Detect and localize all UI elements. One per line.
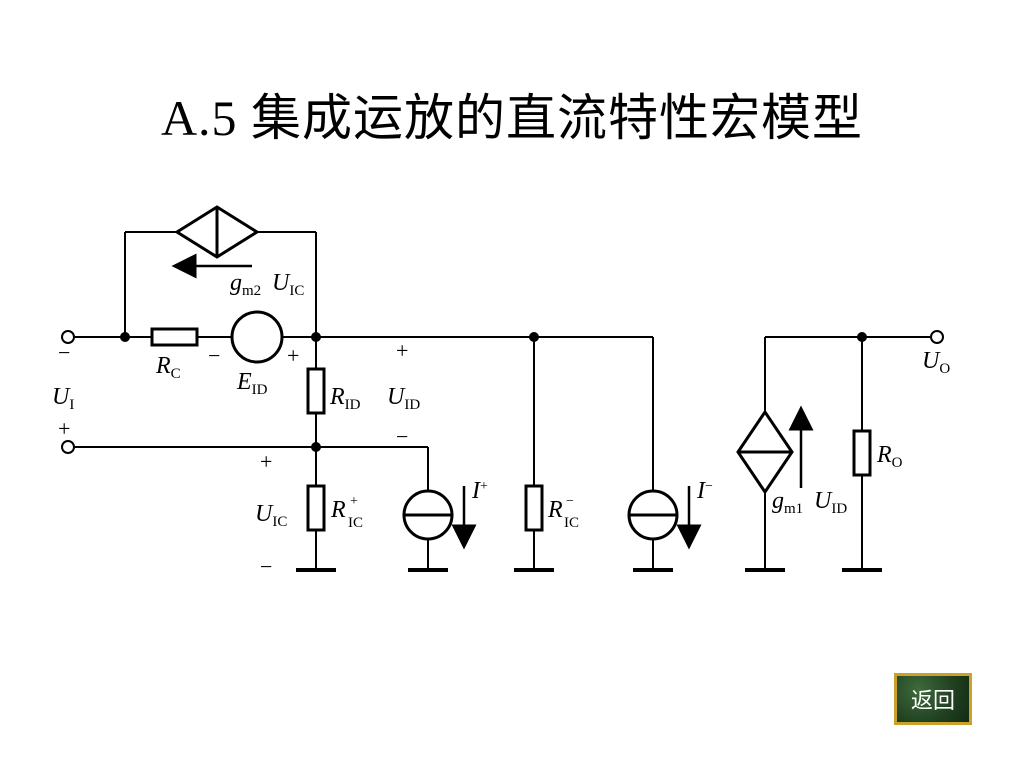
label-uic-top: UIC xyxy=(272,270,304,299)
sign-input-top-minus: − xyxy=(58,340,70,365)
input-terminal-bottom xyxy=(61,440,75,454)
sign-uic-plus: + xyxy=(260,449,272,474)
label-rid: RID xyxy=(329,384,361,413)
voltage-source-eid xyxy=(230,310,284,364)
label-ui: UI xyxy=(52,384,74,413)
label-gm1: gm1 xyxy=(772,488,803,517)
resistor-ro xyxy=(852,429,872,477)
label-ro: RO xyxy=(876,442,903,471)
output-terminal xyxy=(930,330,944,344)
sign-eid-minus: − xyxy=(208,343,220,368)
junction-dot xyxy=(311,442,321,452)
back-button[interactable]: 返回 xyxy=(894,673,972,725)
sign-input-bottom-plus: + xyxy=(58,416,70,441)
sign-uid-plus: + xyxy=(396,338,408,363)
junction-dot xyxy=(311,332,321,342)
junction-dot xyxy=(120,332,130,342)
resistor-ric-minus xyxy=(524,484,544,532)
resistor-rc xyxy=(150,327,199,347)
junction-dot xyxy=(857,332,867,342)
label-i-minus: I− xyxy=(696,478,713,504)
sign-eid-plus: + xyxy=(287,343,299,368)
resistor-ric-plus xyxy=(306,484,326,532)
label-ric-minus: R−IC xyxy=(547,494,579,531)
label-uid-mid: UID xyxy=(387,384,420,413)
label-rc: RC xyxy=(155,353,181,382)
label-ric-plus: R+IC xyxy=(330,494,363,531)
label-eid: EID xyxy=(236,369,268,398)
label-gm2: gm2 xyxy=(230,270,261,299)
input-terminal-top xyxy=(61,330,75,344)
label-i-plus: I+ xyxy=(471,478,488,504)
circuit-diagram: gm2 UIC RC EID RID UID UI UIC R+IC I+ R−… xyxy=(52,205,950,579)
resistor-rid xyxy=(306,367,326,415)
junction-dot xyxy=(529,332,539,342)
sign-uic-minus: − xyxy=(260,554,272,579)
label-uo: UO xyxy=(922,348,950,377)
label-uic-low: UIC xyxy=(255,501,287,530)
sign-uid-minus: − xyxy=(396,424,408,449)
label-uid-right: UID xyxy=(814,488,847,517)
page-title: A.5 集成运放的直流特性宏模型 xyxy=(160,90,864,146)
